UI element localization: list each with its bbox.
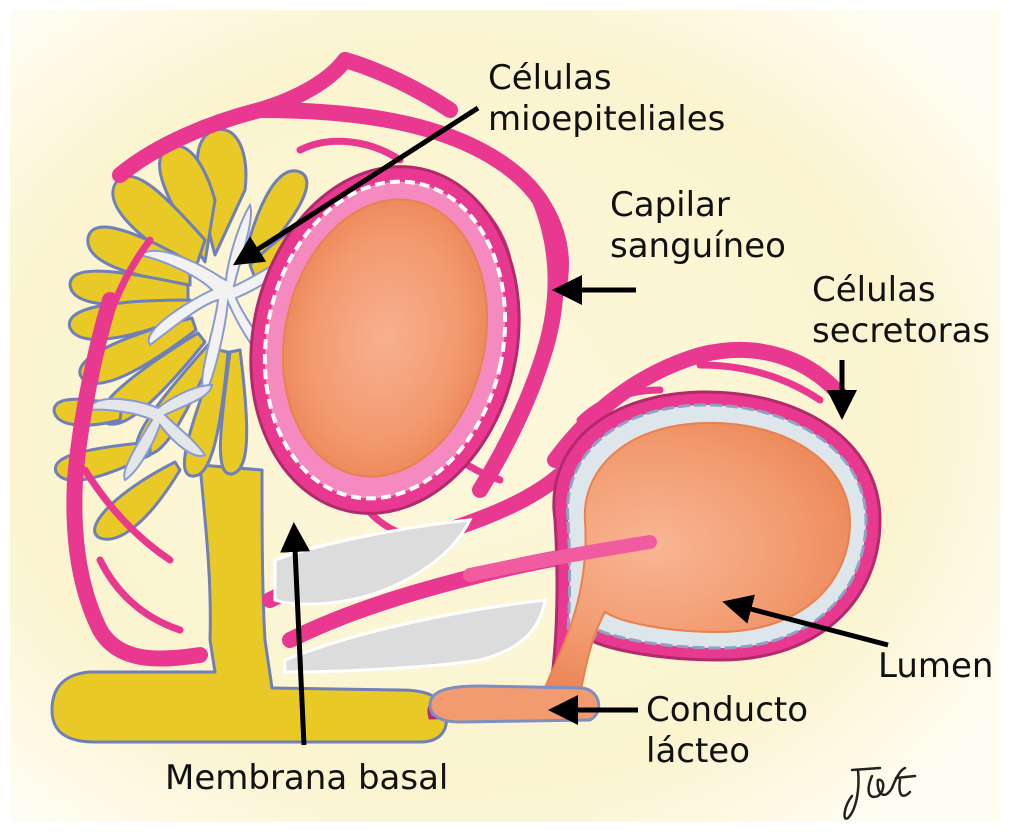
label-mioepiteliales-line1: Células: [488, 58, 725, 99]
label-mioepiteliales-line2: mioepiteliales: [488, 99, 725, 140]
label-celulas-secretoras: Células secretoras: [812, 270, 990, 352]
label-capilar-sanguineo: Capilar sanguíneo: [610, 185, 786, 267]
label-capilar-line2: sanguíneo: [610, 226, 786, 267]
label-celulas-mioepiteliales: Células mioepiteliales: [488, 58, 725, 140]
label-membrana-text: Membrana basal: [165, 758, 448, 799]
milk-duct-channel: [430, 686, 599, 722]
label-conducto-line2: lácteo: [646, 731, 808, 772]
label-capilar-line1: Capilar: [610, 185, 786, 226]
label-lumen-text: Lumen: [878, 646, 993, 687]
label-conducto-line1: Conducto: [646, 690, 808, 731]
label-secretoras-line1: Células: [812, 270, 990, 311]
label-secretoras-line2: secretoras: [812, 311, 990, 352]
label-lumen: Lumen: [878, 646, 993, 687]
label-membrana-basal: Membrana basal: [165, 758, 448, 799]
label-conducto-lacteo: Conducto lácteo: [646, 690, 808, 772]
